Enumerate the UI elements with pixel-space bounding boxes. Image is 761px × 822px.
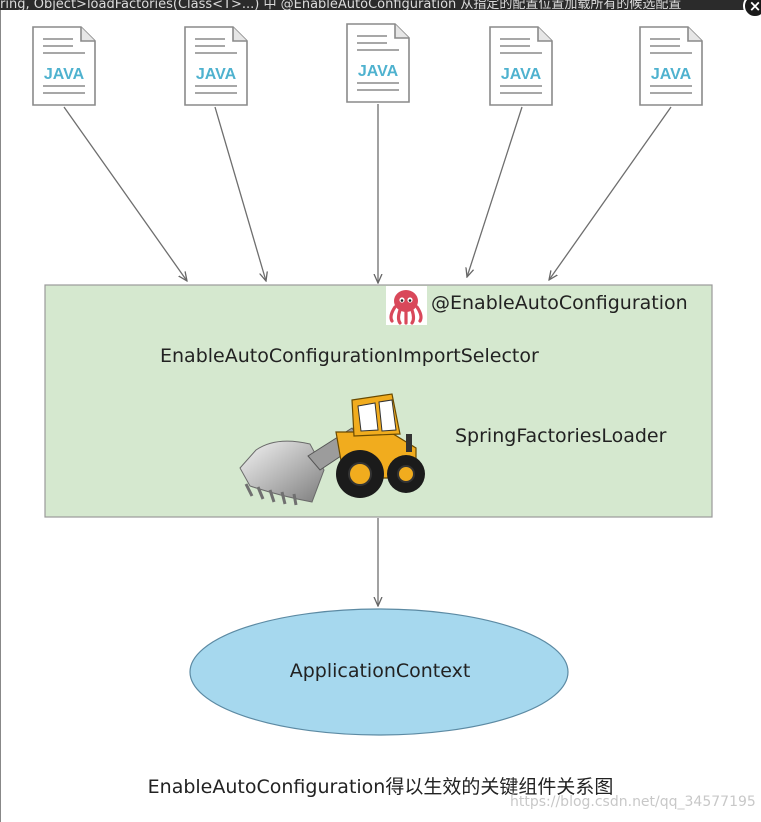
annotation-label: @EnableAutoConfiguration [431,292,688,314]
arrow-file-2 [214,106,266,281]
java-file-label: JAVA [501,66,542,83]
top-strip-text: ring, Object>loadFactories(Class<T>...) … [0,0,682,10]
watermark: https://blog.csdn.net/qq_34577195 [510,794,756,810]
arrow-file-4 [467,106,523,277]
java-file-icon: JAVA [346,23,410,103]
java-file-label: JAVA [196,66,237,83]
wheel-loader-icon [239,393,425,506]
import-selector-label: EnableAutoConfigurationImportSelector [160,345,539,367]
java-file-label: JAVA [651,66,692,83]
java-file-icon: JAVA [32,26,96,106]
application-context-ellipse [189,608,569,736]
java-file-label: JAVA [44,66,85,83]
top-strip: ring, Object>loadFactories(Class<T>...) … [0,0,761,10]
java-file-icon: JAVA [489,26,553,106]
application-context-label: ApplicationContext [289,660,471,682]
arrow-file-1 [63,106,187,281]
arrow-file-5 [549,106,672,280]
diagram-caption: EnableAutoConfiguration得以生效的关键组件关系图 [147,776,614,798]
java-file-icon: JAVA [639,26,703,106]
file-arrows [63,104,672,283]
java-file-icon: JAVA [184,26,248,106]
octopus-icon [386,286,427,325]
java-file-label: JAVA [358,63,399,80]
close-button[interactable]: × [743,0,761,18]
factories-loader-label: SpringFactoriesLoader [455,425,667,447]
